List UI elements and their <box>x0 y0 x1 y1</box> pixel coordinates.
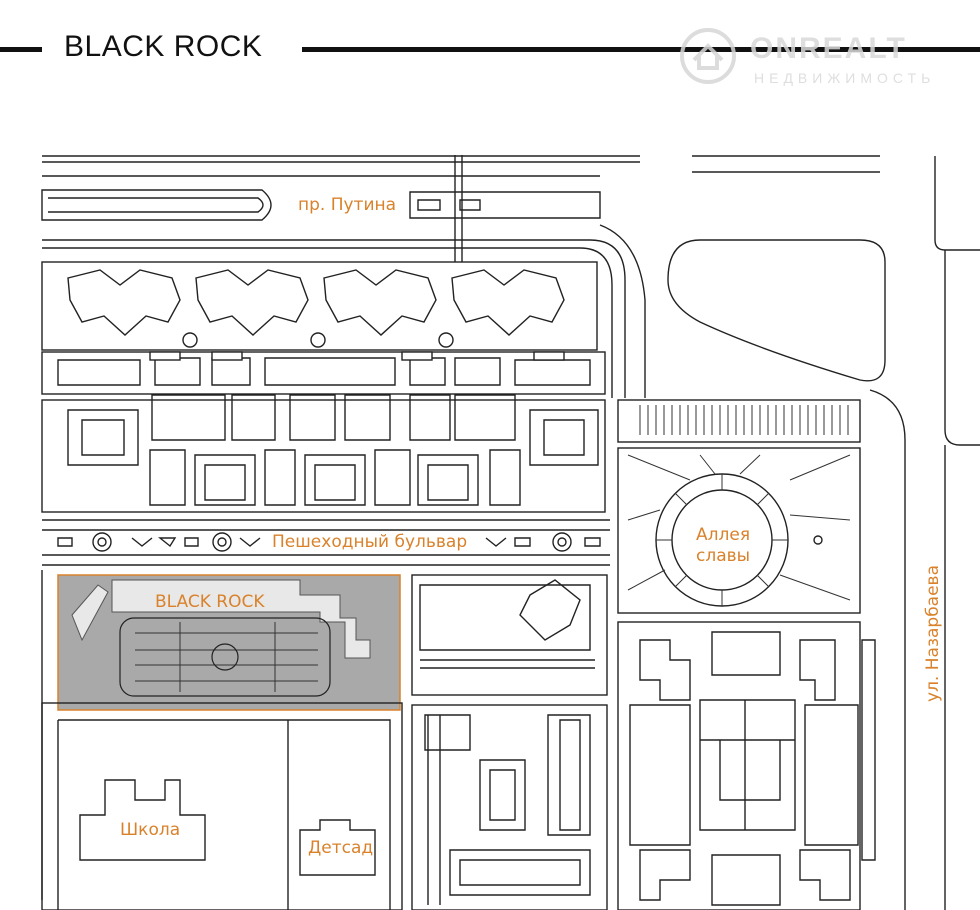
header-rule-left <box>0 47 42 52</box>
watermark-subtitle: НЕДВИЖИМОСТЬ <box>754 70 936 86</box>
label-school: Школа <box>120 820 181 840</box>
label-street: ул. Назарбаева <box>922 565 943 702</box>
black-rock-plot <box>57 574 401 711</box>
label-boulevard: Пешеходный бульвар <box>272 532 468 552</box>
header: BLACK ROCK ONREALT НЕДВИЖИМОСТЬ <box>0 0 980 110</box>
bottom-right-block <box>617 621 876 910</box>
avenue-road <box>41 155 640 398</box>
house-logo-icon <box>680 28 736 84</box>
third-block <box>41 394 606 513</box>
school-kindergarten-plot <box>41 702 403 910</box>
middle-block <box>411 574 608 696</box>
boulevard <box>42 519 610 566</box>
label-project: BLACK ROCK <box>155 592 265 612</box>
label-alley-line1: Аллея <box>696 525 751 545</box>
second-block <box>41 351 606 395</box>
top-residential-block <box>41 261 598 351</box>
right-roads <box>599 155 980 910</box>
center-bottom-block <box>411 704 608 910</box>
alley-of-glory <box>617 399 861 614</box>
label-alley-line2: славы <box>696 546 751 566</box>
header-rule-right <box>302 47 980 52</box>
watermark-name: ONREALT <box>750 32 907 65</box>
page-title: BLACK ROCK <box>64 30 263 63</box>
label-kindergarten: Детсад <box>308 838 374 858</box>
label-avenue: пр. Путина <box>298 195 397 215</box>
